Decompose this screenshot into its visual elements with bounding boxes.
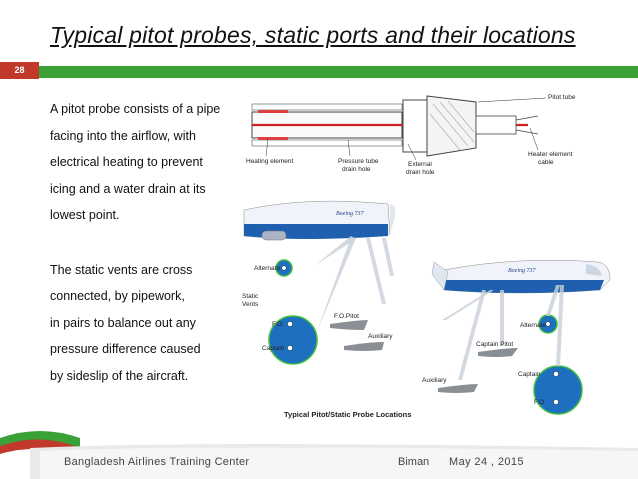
label-fo-right: F.O. bbox=[534, 399, 546, 406]
label-heater-cable: cable bbox=[538, 159, 554, 166]
pitot-probe-diagram: Pitot tube Heating element Pressure tube… bbox=[246, 94, 576, 176]
label-fo-pitot: F.O.Pitot bbox=[334, 313, 359, 320]
footer-date: May 24 , 2015 bbox=[449, 456, 524, 468]
label-alternate-left: Alternate bbox=[254, 265, 280, 272]
slide-number: 28 bbox=[14, 65, 25, 75]
label-auxiliary-left: Auxiliary bbox=[368, 333, 393, 340]
slide-title: Typical pitot probes, static ports and t… bbox=[50, 22, 576, 48]
label-captain-left: Captain bbox=[262, 345, 285, 352]
figure-caption: Typical Pitot/Static Probe Locations bbox=[284, 410, 411, 419]
pitot-static-figure: Pitot tube Heating element Pressure tube… bbox=[242, 94, 611, 419]
label-captain-right: Captain bbox=[518, 371, 541, 378]
body-line: facing into the airflow, with bbox=[50, 128, 196, 143]
label-static-1: Static bbox=[242, 293, 259, 300]
aircraft-left-livery: Boeing 737 bbox=[336, 211, 364, 217]
body-line: by sideslip of the aircraft. bbox=[50, 368, 189, 383]
label-external: External bbox=[408, 161, 432, 168]
footer-wave-decoration bbox=[0, 431, 638, 479]
body-line: The static vents are cross bbox=[50, 262, 193, 277]
label-heater-element: Heater element bbox=[528, 151, 573, 158]
footer-organization: Bangladesh Airlines Training Center bbox=[64, 456, 250, 468]
label-external-drain: drain hole bbox=[406, 169, 435, 176]
body-line: icing and a water drain at its bbox=[50, 181, 206, 196]
body-line: A pitot probe consists of a pipe bbox=[50, 102, 221, 116]
aircraft-right-livery: Boeing 737 bbox=[508, 268, 536, 274]
body-line: electrical heating to prevent bbox=[50, 155, 203, 169]
body-text: A pitot probe consists of a pipe facing … bbox=[50, 96, 260, 389]
footer-airline: Biman bbox=[398, 456, 430, 468]
label-pitot-tube: Pitot tube bbox=[548, 94, 576, 101]
aircraft-left-diagram: Boeing 737 Alternate Static Vents F.O. C… bbox=[242, 200, 396, 365]
label-captain-pitot: Captain Pitot bbox=[476, 341, 513, 348]
label-pressure-drain: drain hole bbox=[342, 166, 371, 173]
slide-number-badge bbox=[0, 62, 39, 79]
label-static-2: Vents bbox=[242, 301, 259, 308]
label-heating-element: Heating element bbox=[246, 158, 294, 165]
aircraft-right-diagram: Boeing 737 Alternate Captain Pitot Capta… bbox=[422, 259, 611, 415]
paragraph-gap bbox=[50, 229, 260, 257]
label-auxiliary-right: Auxiliary bbox=[422, 377, 447, 384]
body-line: lowest point. bbox=[50, 208, 120, 222]
body-line: pressure difference caused bbox=[50, 342, 201, 356]
title-divider-bar bbox=[39, 66, 638, 78]
label-alternate-right: Alternate bbox=[520, 322, 546, 329]
label-fo-left: F.O. bbox=[272, 321, 284, 328]
body-line: in pairs to balance out any bbox=[50, 315, 196, 330]
label-pressure-tube: Pressure tube bbox=[338, 158, 379, 165]
body-line: connected, by pipework, bbox=[50, 289, 185, 303]
